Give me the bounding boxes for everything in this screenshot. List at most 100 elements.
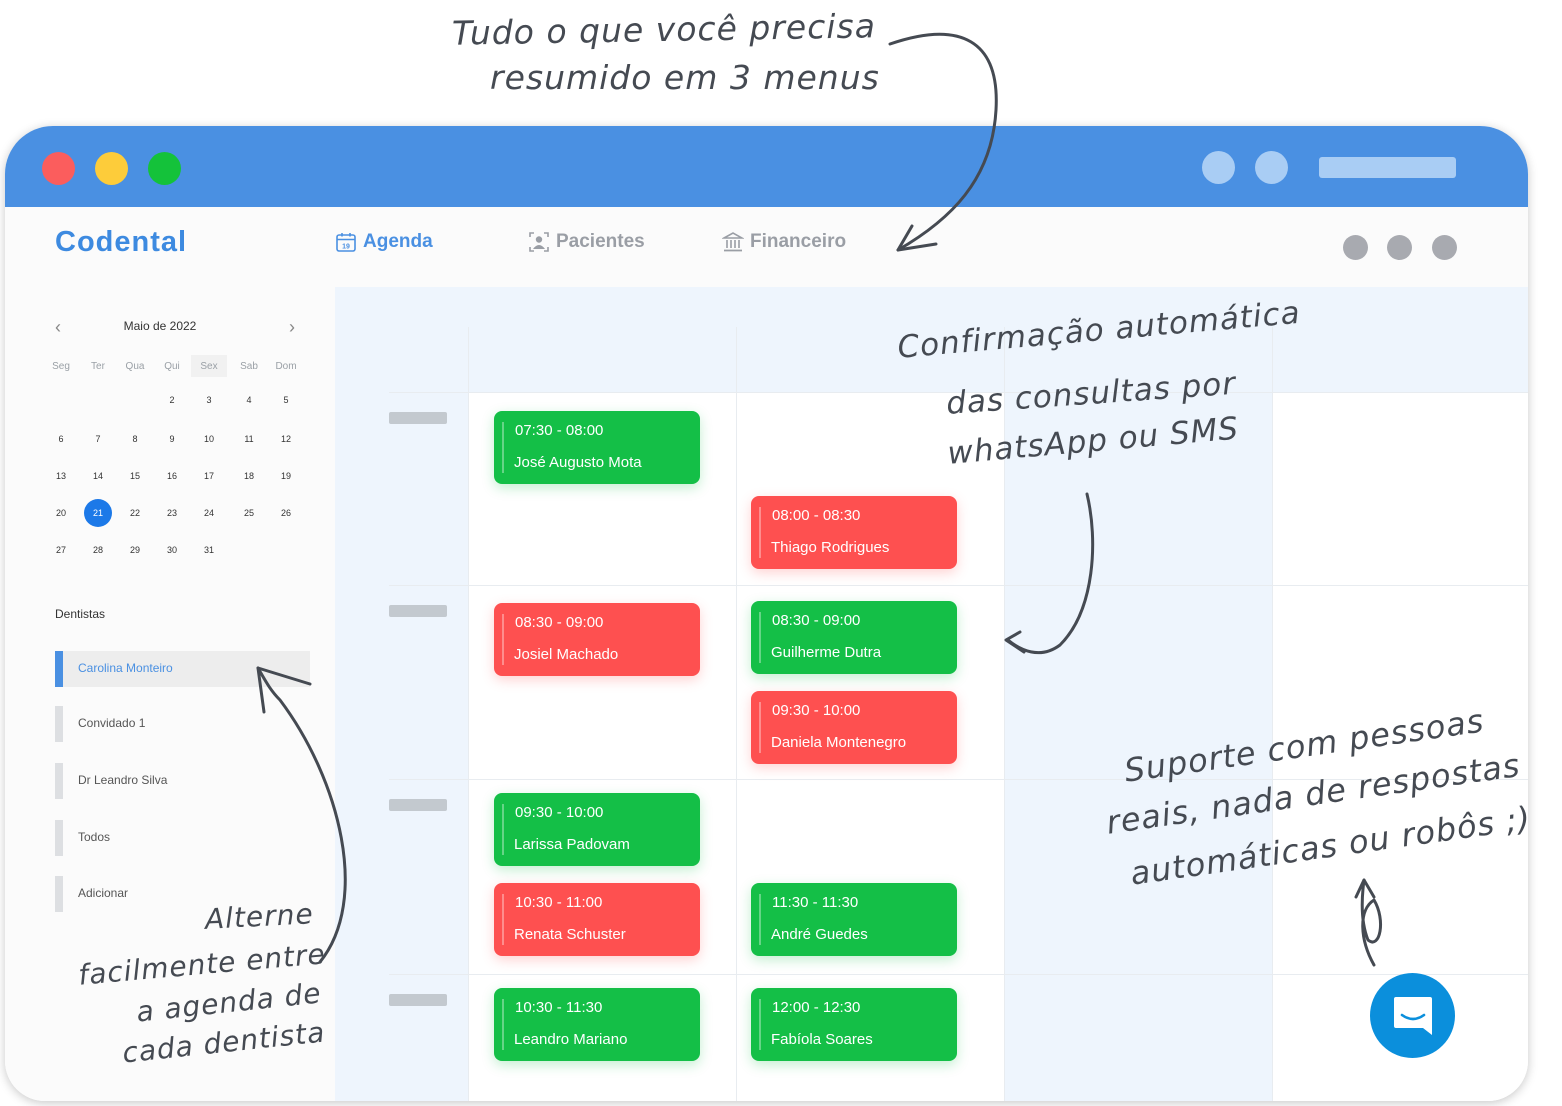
- calendar-day[interactable]: 15: [129, 471, 140, 481]
- calendar-day[interactable]: 5: [283, 395, 289, 405]
- calendar-day[interactable]: 29: [129, 545, 140, 555]
- appointment-card[interactable]: 08:30 - 09:00 Guilherme Dutra: [751, 601, 957, 674]
- calendar-day[interactable]: 17: [203, 471, 214, 481]
- menu-dot-2[interactable]: [1387, 235, 1412, 260]
- appointment-card[interactable]: 09:30 - 10:00 Larissa Padovam: [494, 793, 700, 866]
- support-chat-button[interactable]: [1370, 973, 1455, 1058]
- agenda-grid: 07:30 - 08:00 José Augusto Mota 08:00 - …: [335, 287, 1528, 1101]
- window-titlebar: [5, 126, 1528, 207]
- appointment-time: 09:30 - 10:00: [515, 804, 604, 821]
- appointment-card[interactable]: 11:30 - 11:30 André Guedes: [751, 883, 957, 956]
- appointment-card[interactable]: 08:30 - 09:00 Josiel Machado: [494, 603, 700, 676]
- calendar-day[interactable]: 18: [243, 471, 254, 481]
- calendar-day[interactable]: 3: [206, 395, 212, 405]
- prev-month-button[interactable]: ‹: [55, 317, 61, 337]
- dentists-title: Dentistas: [55, 607, 106, 621]
- close-window-button[interactable]: [42, 152, 75, 185]
- appointment-patient: Thiago Rodrigues: [771, 539, 890, 556]
- appointment-card[interactable]: 10:30 - 11:00 Renata Schuster: [494, 883, 700, 956]
- grid-line: [736, 327, 737, 1101]
- appointment-card[interactable]: 08:00 - 08:30 Thiago Rodrigues: [751, 496, 957, 569]
- calendar-day[interactable]: 30: [166, 545, 177, 555]
- calendar-day[interactable]: 28: [92, 545, 103, 555]
- dentist-item-carolina-monteiro[interactable]: Carolina Monteiro: [55, 651, 310, 687]
- calendar-day[interactable]: 7: [95, 434, 101, 444]
- calendar-day[interactable]: 13: [55, 471, 66, 481]
- calendar-day[interactable]: 10: [203, 434, 214, 444]
- dentist-item-todos[interactable]: Todos: [55, 820, 310, 856]
- calendar-day[interactable]: 26: [280, 508, 291, 518]
- weekday-label: Sab: [240, 361, 258, 372]
- calendar-day[interactable]: 14: [92, 471, 103, 481]
- maximize-window-button[interactable]: [148, 152, 181, 185]
- titlebar-circle-2: [1255, 151, 1288, 184]
- appointment-time: 08:00 - 08:30: [772, 507, 861, 524]
- calendar-day[interactable]: 24: [203, 508, 214, 518]
- agenda-header-band: [335, 287, 1528, 392]
- appointment-patient: Leandro Mariano: [514, 1031, 628, 1048]
- grid-line: [1272, 327, 1273, 1101]
- next-month-button[interactable]: ›: [289, 317, 295, 337]
- appointment-time: 11:30 - 11:30: [772, 894, 859, 911]
- nav-agenda[interactable]: 19 Agenda: [335, 231, 433, 253]
- calendar-day[interactable]: 9: [169, 434, 175, 444]
- appointment-card[interactable]: 09:30 - 10:00 Daniela Montenegro: [751, 691, 957, 764]
- appointment-card[interactable]: 07:30 - 08:00 José Augusto Mota: [494, 411, 700, 484]
- calendar-day[interactable]: 8: [132, 434, 138, 444]
- appointment-patient: José Augusto Mota: [514, 454, 642, 471]
- calendar-day[interactable]: 27: [55, 545, 66, 555]
- appointment-patient: Fabíola Soares: [771, 1031, 873, 1048]
- grid-line: [389, 585, 1528, 586]
- menu-dot-1[interactable]: [1343, 235, 1368, 260]
- dentist-item-adicionar[interactable]: Adicionar: [55, 876, 310, 912]
- dentist-label: Dr Leandro Silva: [78, 773, 168, 787]
- app-logo: Codental: [55, 226, 188, 258]
- calendar-day[interactable]: 11: [244, 434, 254, 444]
- dentist-label: Todos: [78, 830, 111, 844]
- nav-pacientes[interactable]: Pacientes: [528, 231, 645, 253]
- dentist-label: Carolina Monteiro: [78, 661, 173, 675]
- calendar-day[interactable]: 12: [280, 434, 291, 444]
- time-label-placeholder: [389, 412, 447, 424]
- nav-financeiro[interactable]: Financeiro: [722, 231, 846, 253]
- weekday-label: Qua: [125, 361, 145, 372]
- appointment-time: 09:30 - 10:00: [772, 702, 861, 719]
- dentist-stripe: [55, 651, 63, 687]
- nav-financeiro-label: Financeiro: [750, 231, 847, 252]
- dentist-item-convidado-1[interactable]: Convidado 1: [55, 706, 310, 742]
- calendar-day[interactable]: 20: [55, 508, 66, 518]
- appointment-time: 07:30 - 08:00: [515, 422, 604, 439]
- appointment-card[interactable]: 10:30 - 11:30 Leandro Mariano: [494, 988, 700, 1061]
- calendar-day[interactable]: 2: [169, 395, 175, 405]
- top-navbar: Codental 19 Agenda Pacientes: [5, 207, 1528, 287]
- time-label-placeholder: [389, 799, 447, 811]
- time-column-band: [335, 392, 468, 1101]
- appointment-time: 12:00 - 12:30: [772, 999, 861, 1016]
- appointment-patient: André Guedes: [771, 926, 868, 943]
- calendar-icon: 19: [336, 233, 356, 252]
- dentist-item-dr-leandro-silva[interactable]: Dr Leandro Silva: [55, 763, 310, 799]
- grid-line: [468, 327, 469, 1101]
- weekday-label: Dom: [275, 361, 297, 372]
- minimize-window-button[interactable]: [95, 152, 128, 185]
- grid-line: [1004, 327, 1005, 1101]
- appointment-time: 08:30 - 09:00: [772, 612, 861, 629]
- time-label-placeholder: [389, 994, 447, 1006]
- appointment-patient: Renata Schuster: [514, 926, 626, 943]
- appointment-patient: Larissa Padovam: [514, 836, 630, 853]
- calendar-day[interactable]: 31: [203, 545, 214, 555]
- calendar-day[interactable]: 22: [129, 508, 140, 518]
- menu-dot-3[interactable]: [1432, 235, 1457, 260]
- calendar-day[interactable]: 4: [246, 395, 252, 405]
- calendar-day[interactable]: 16: [166, 471, 177, 481]
- calendar-day[interactable]: 23: [166, 508, 177, 518]
- appointment-time: 10:30 - 11:30: [515, 999, 603, 1016]
- appointment-card[interactable]: 12:00 - 12:30 Fabíola Soares: [751, 988, 957, 1061]
- titlebar-circle-1: [1202, 151, 1235, 184]
- dentist-stripe: [55, 706, 63, 742]
- calendar-day[interactable]: 6: [58, 434, 64, 444]
- calendar-day[interactable]: 21: [84, 499, 112, 527]
- calendar-day[interactable]: 19: [280, 471, 291, 481]
- calendar-day[interactable]: 25: [243, 508, 254, 518]
